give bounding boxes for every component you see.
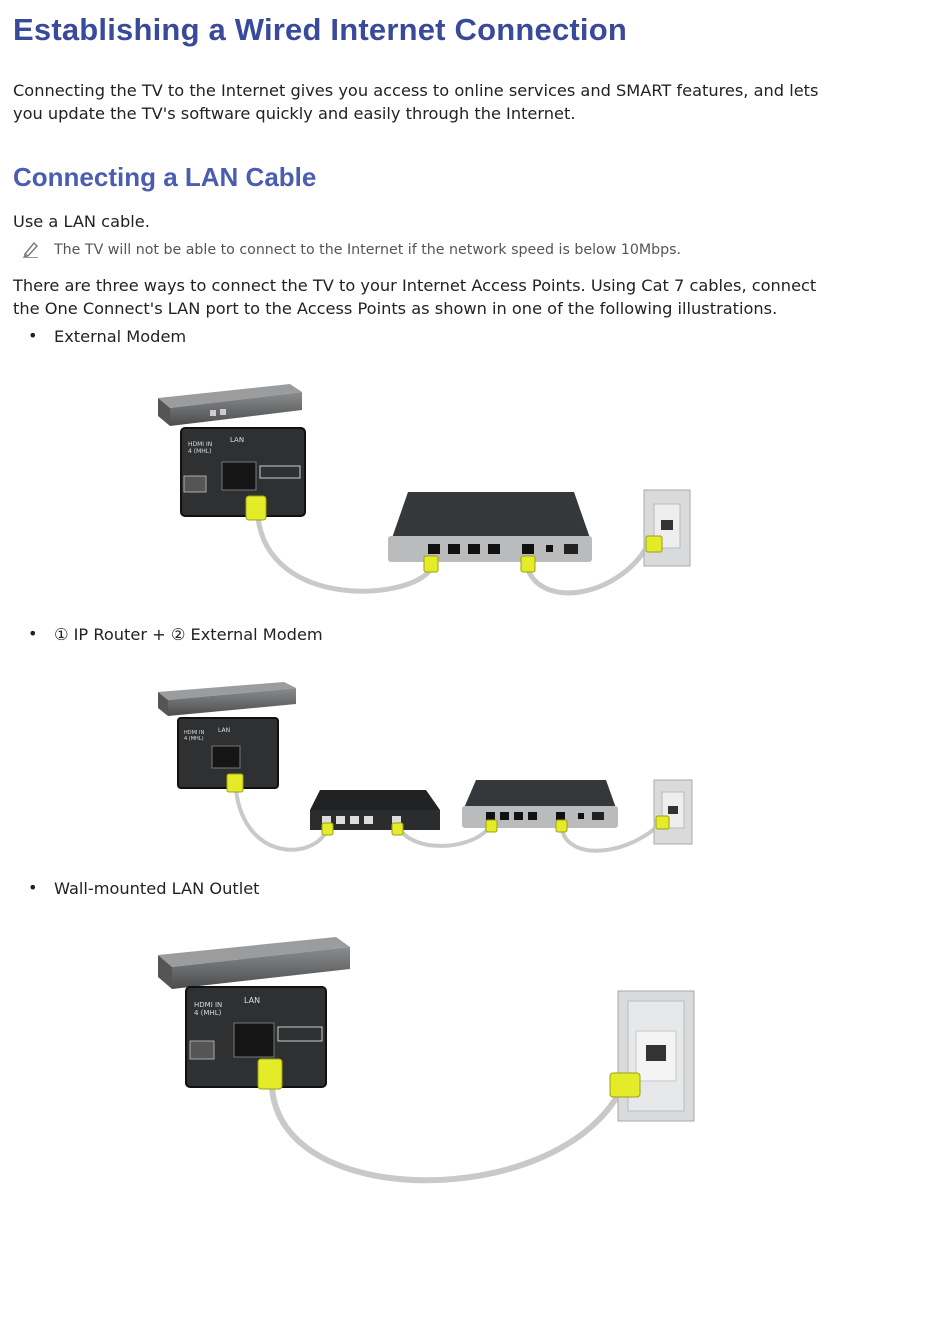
lan-connector [257,1058,283,1090]
lan-connector [555,819,568,833]
illustration-external-modem: HDMI IN 4 (MHL) LAN [158,384,691,596]
hdmi-label: HDMI IN [184,730,204,736]
pencil-icon [23,241,38,258]
wall-lan-outlet [617,990,695,1122]
lan-connector [485,819,498,833]
bullet-dot: • [28,326,38,345]
ways-line-1: There are three ways to connect the TV t… [13,276,817,295]
lan-cable [255,517,433,594]
external-modem [388,492,592,562]
wall-lan-outlet [653,779,693,845]
lan-port-closeup: HDMI IN 4 (MHL) LAN [180,427,306,517]
one-connect-box [158,937,350,989]
illustration-wall-outlet: HDMI IN 4 (MHL) LAN [158,937,695,1184]
bullet-label: External Modem [54,327,187,346]
lan-connector [423,555,439,573]
one-connect-box [158,682,296,716]
hdmi-sub-label: 4 (MHL) [184,736,204,742]
hdmi-label: HDMI IN [188,441,212,448]
note-text: The TV will not be able to connect to th… [54,242,682,258]
lan-port-closeup: HDMI IN 4 (MHL) LAN [185,986,327,1088]
lan-cable [234,789,330,852]
lan-connector [645,535,663,553]
lan-connector [226,773,244,793]
lan-label: LAN [218,727,230,734]
ip-router [310,790,440,830]
bullet-dot: • [28,624,38,643]
hdmi-sub-label: 4 (MHL) [194,1009,222,1017]
lan-cable [560,820,664,853]
intro-line-2: you update the TV's software quickly and… [13,104,576,123]
use-lan-text: Use a LAN cable. [13,212,150,231]
wall-lan-outlet [643,489,691,567]
lan-label: LAN [230,436,244,444]
hdmi-sub-label: 4 (MHL) [188,448,211,455]
lan-connector [609,1072,641,1098]
bullet-label: Wall-mounted LAN Outlet [54,879,260,898]
bullet-dot: • [28,878,38,897]
intro-line-1: Connecting the TV to the Internet gives … [13,81,819,100]
lan-label: LAN [244,996,260,1005]
lan-cable [396,824,492,848]
illustration-router-modem: HDMI IN 4 (MHL) LAN [158,682,693,853]
external-modem [462,780,618,828]
lan-connector [245,495,267,521]
lan-connector [321,822,334,836]
ways-line-2: the One Connect's LAN port to the Access… [13,299,778,318]
one-connect-box [158,384,302,426]
lan-cable [525,543,651,596]
lan-connector [391,822,404,836]
lan-connector [655,815,670,830]
hdmi-label: HDMI IN [194,1001,222,1009]
lan-cable [269,1086,621,1184]
lan-connector [520,555,536,573]
section-title: Connecting a LAN Cable [13,162,317,192]
lan-port-closeup: HDMI IN 4 (MHL) LAN [177,717,279,789]
bullet-label: ① IP Router + ② External Modem [54,625,323,644]
page-title: Establishing a Wired Internet Connection [13,12,627,47]
